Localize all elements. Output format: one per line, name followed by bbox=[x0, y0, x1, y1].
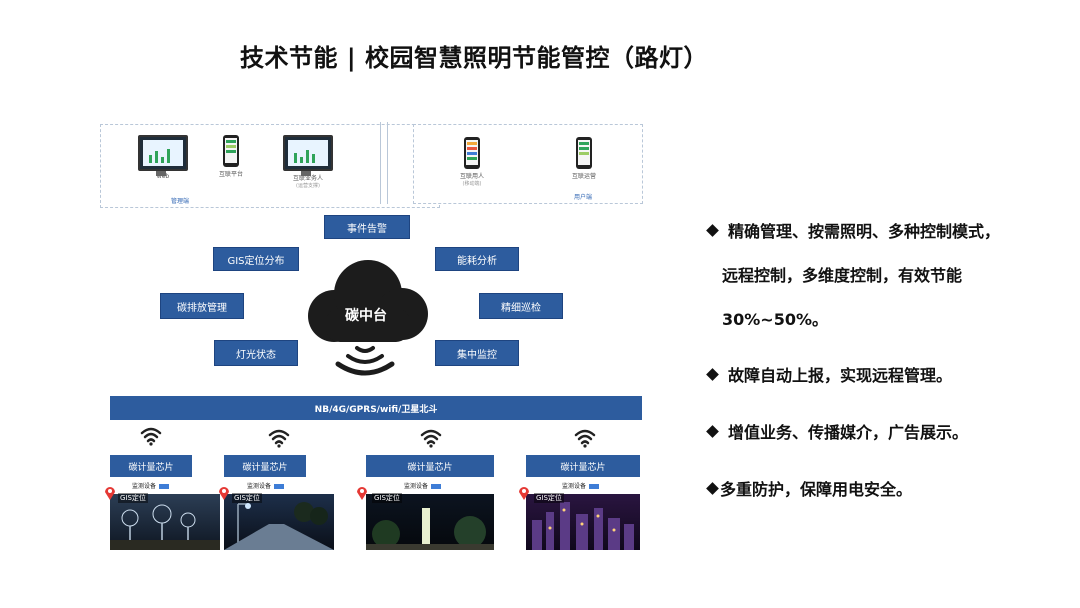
gis-tag: GIS定位 bbox=[232, 493, 262, 503]
phone-icon bbox=[223, 135, 239, 167]
operation-device: 互联运营 bbox=[554, 137, 614, 180]
wifi-icon bbox=[268, 429, 290, 448]
device-sublabel: (移动端) bbox=[462, 181, 482, 187]
device-label: web bbox=[156, 173, 170, 180]
panel-tag: 用户端 bbox=[574, 194, 593, 201]
management-device-panel: web 互联平台 互联业务人 (运营支撑) 管理端 bbox=[100, 124, 440, 208]
garden-lamp-photo bbox=[366, 494, 494, 550]
carbon-chip-box: 碳计量芯片 bbox=[526, 455, 640, 477]
diamond-bullet-icon bbox=[706, 425, 719, 438]
network-bar: NB/4G/GPRS/wifi/卫星北斗 bbox=[110, 396, 642, 420]
feature-item-1-line3: 30%~50%。 bbox=[722, 310, 829, 329]
carbon-emission-box: 碳排放管理 bbox=[161, 294, 243, 318]
gis-tag: GIS定位 bbox=[372, 493, 402, 503]
cloud-icon bbox=[308, 260, 428, 342]
web-device: web bbox=[133, 135, 193, 180]
feature-text: 增值业务、传播媒介，广告展示。 bbox=[728, 423, 969, 442]
panel-tag: 管理端 bbox=[171, 198, 190, 205]
monitor-icon bbox=[283, 135, 333, 176]
device-label: 互联业务人 bbox=[292, 175, 323, 182]
user-device: 互联用人 (移动端) bbox=[442, 137, 502, 187]
device-sublabel: (运营支撑) bbox=[296, 183, 320, 189]
feature-item-1-line2: 远程控制，多维度控制，有效节能 bbox=[722, 266, 963, 285]
location-pin-icon bbox=[219, 487, 229, 500]
signal-waves-icon bbox=[335, 346, 395, 376]
feature-text: 多重防护，保障用电安全。 bbox=[720, 480, 913, 499]
phone-icon bbox=[576, 137, 592, 169]
central-monitor-box: 集中监控 bbox=[436, 341, 518, 365]
diamond-bullet-icon bbox=[706, 368, 719, 381]
divider bbox=[380, 122, 388, 204]
feature-item-1: 精确管理、按需照明、多种控制模式， bbox=[706, 218, 1001, 242]
wifi-icon bbox=[420, 429, 442, 448]
lamp-status-box: 灯光状态 bbox=[215, 341, 297, 365]
city-night-photo bbox=[526, 494, 640, 550]
device-label: 互联用人 bbox=[459, 173, 484, 180]
platform-device: 互联平台 bbox=[201, 135, 261, 178]
business-device: 互联业务人 (运营支撑) bbox=[273, 135, 343, 189]
feature-item-2: 故障自动上报，实现远程管理。 bbox=[706, 362, 953, 386]
gis-tag: GIS定位 bbox=[534, 493, 564, 503]
energy-analysis-box: 能耗分析 bbox=[436, 248, 518, 270]
street-lamp-photo bbox=[224, 494, 334, 550]
carbon-chip-box: 碳计量芯片 bbox=[110, 455, 192, 477]
gis-tag: GIS定位 bbox=[118, 493, 148, 503]
sensor-label: 监测设备 bbox=[132, 481, 170, 490]
diamond-bullet-icon bbox=[706, 482, 719, 495]
feature-item-4: 多重防护，保障用电安全。 bbox=[706, 476, 913, 500]
sensor-label: 监测设备 bbox=[562, 481, 600, 490]
location-pin-icon bbox=[105, 487, 115, 500]
hub-label: 碳中台 bbox=[345, 308, 387, 324]
feature-text: 精确管理、按需照明、多种控制模式， bbox=[728, 222, 1001, 241]
gis-distribution-box: GIS定位分布 bbox=[214, 248, 298, 270]
patrol-box: 精细巡检 bbox=[480, 294, 562, 318]
location-pin-icon bbox=[519, 487, 529, 500]
carbon-chip-box: 碳计量芯片 bbox=[224, 455, 306, 477]
wifi-icon bbox=[574, 429, 596, 448]
user-device-panel: 互联用人 (移动端) 互联运营 用户端 bbox=[413, 124, 643, 204]
device-label: 互联运营 bbox=[571, 173, 596, 180]
feature-text: 故障自动上报，实现远程管理。 bbox=[728, 366, 953, 385]
device-label: 互联平台 bbox=[218, 171, 243, 178]
diamond-bullet-icon bbox=[706, 224, 719, 237]
location-pin-icon bbox=[357, 487, 367, 500]
page-title: 技术节能 | 校园智慧照明节能管控（路灯） bbox=[240, 44, 708, 72]
sensor-label: 监测设备 bbox=[404, 481, 442, 490]
event-alarm-box: 事件告警 bbox=[325, 216, 409, 238]
campus-lamp-photo bbox=[110, 494, 220, 550]
monitor-icon bbox=[138, 135, 188, 176]
sensor-label: 监测设备 bbox=[247, 481, 285, 490]
carbon-chip-box: 碳计量芯片 bbox=[366, 455, 494, 477]
phone-icon bbox=[464, 137, 480, 169]
feature-item-3: 增值业务、传播媒介，广告展示。 bbox=[706, 419, 969, 443]
wifi-icon bbox=[140, 427, 162, 446]
